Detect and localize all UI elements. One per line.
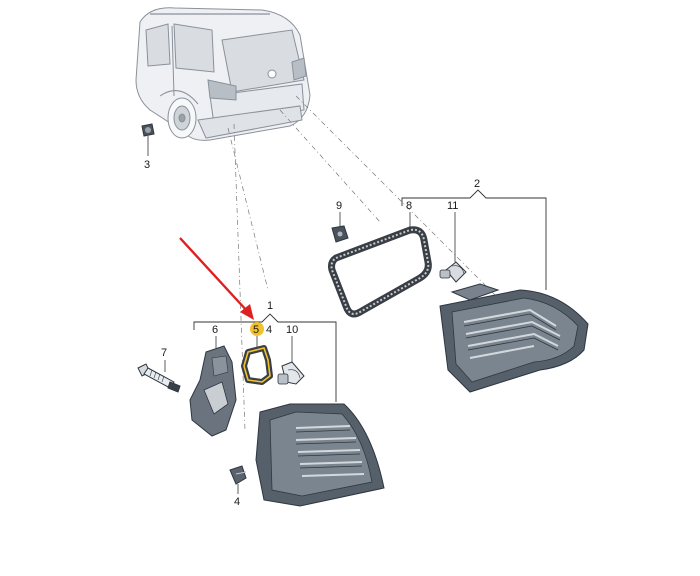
label-6: 6 [212, 324, 218, 336]
bracket-2: 2 [401, 178, 547, 290]
assembly-guide-lines [227, 95, 501, 431]
label-4-lower: 4 [234, 496, 240, 508]
label-8: 8 [406, 200, 412, 212]
part-10-bulb: 10 [277, 324, 305, 385]
part-7-screw: 7 [137, 347, 181, 393]
part-9-clip: 9 [331, 200, 349, 243]
label-2: 2 [474, 178, 480, 190]
label-5: 5 [253, 324, 259, 336]
label-11: 11 [447, 200, 458, 212]
label-10: 10 [286, 324, 298, 336]
part-8-gasket: 8 [328, 200, 432, 318]
part-2-inner-tail-lamp [439, 283, 589, 393]
highlight-marker [250, 322, 264, 336]
label-1: 1 [267, 300, 273, 312]
part-6-lamp-carrier: 6 [189, 324, 237, 437]
bracket-1: 1 [193, 300, 337, 402]
part-3-clip: 3 [141, 123, 155, 171]
label-4-upper: 4 [266, 324, 272, 336]
label-3: 3 [144, 159, 150, 171]
part-5-seal: 5 [241, 322, 273, 385]
label-9: 9 [336, 200, 342, 212]
vehicle-rear-view [135, 7, 311, 141]
part-11-bulb: 11 [439, 200, 467, 283]
part-1-outer-tail-lamp [255, 403, 385, 507]
part-4-clip: 4 [229, 465, 247, 508]
red-arrow-pointer [179, 237, 254, 320]
label-7: 7 [161, 347, 167, 359]
